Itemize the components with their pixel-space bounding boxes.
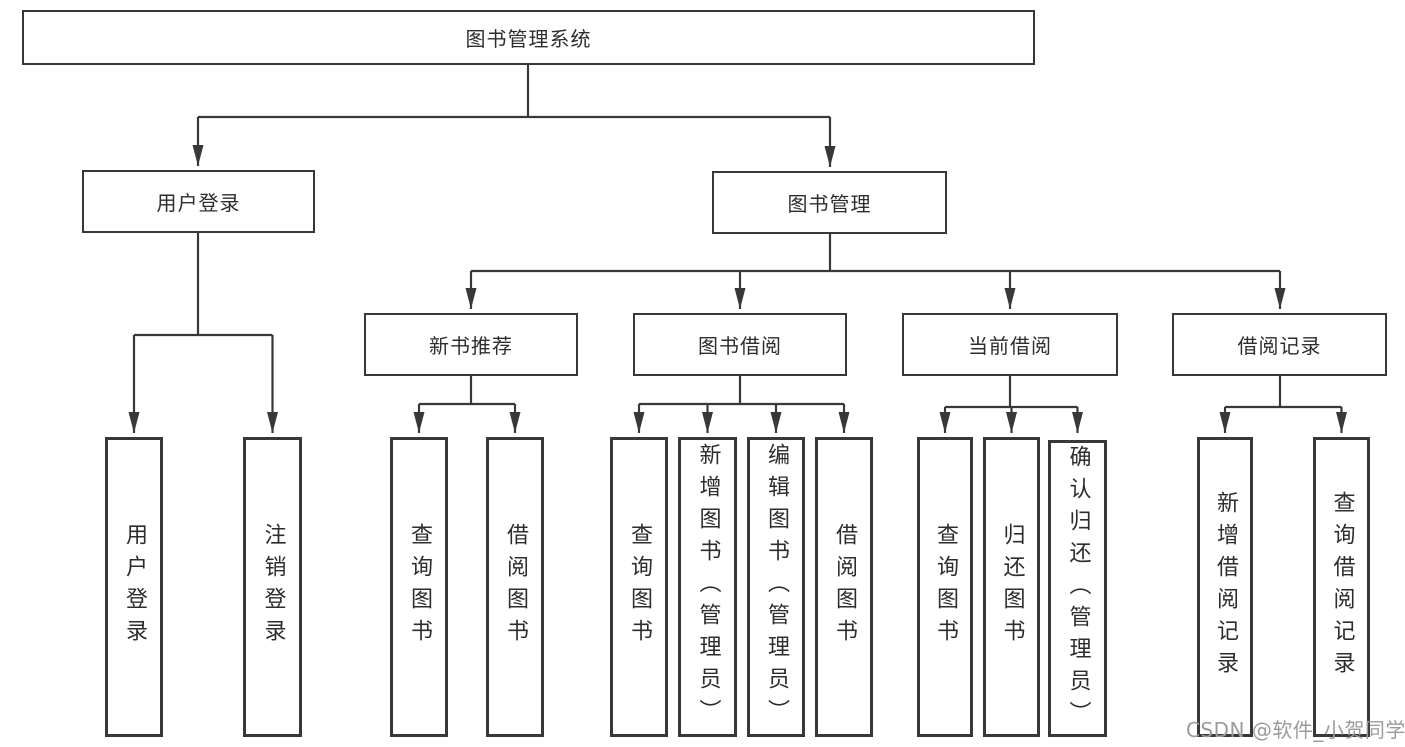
leaf-add-borrow-record: 新增借阅记录 (1197, 437, 1253, 737)
leaf-label: 查询借阅记录 (1329, 491, 1355, 683)
leaf-query-books-borrowing: 查询图书 (610, 437, 668, 737)
leaf-logout: 注销登录 (243, 437, 302, 737)
node-label: 借阅记录 (1237, 334, 1322, 358)
node-label: 图书管理系统 (465, 27, 592, 51)
leaf-label: 编辑图书（管理员） (764, 443, 789, 731)
node-borrowing-records: 借阅记录 (1172, 313, 1387, 376)
leaf-edit-book-admin: 编辑图书（管理员） (747, 437, 805, 737)
leaf-label: 用户登录 (122, 523, 147, 651)
node-current-borrowing: 当前借阅 (902, 313, 1118, 376)
leaf-label: 确认归还（管理员） (1065, 444, 1091, 733)
leaf-label: 新增图书（管理员） (695, 443, 721, 731)
node-label: 新书推荐 (429, 334, 513, 358)
leaf-borrow-books: 借阅图书 (815, 437, 873, 737)
leaf-add-book-admin: 新增图书（管理员） (678, 437, 737, 737)
leaf-borrow-books-recommend: 借阅图书 (486, 437, 544, 737)
leaf-label: 查询图书 (627, 523, 652, 651)
leaf-query-borrow-record: 查询借阅记录 (1313, 437, 1370, 737)
leaf-label: 借阅图书 (503, 523, 528, 651)
node-user-login-group: 用户登录 (82, 170, 315, 233)
node-label: 图书管理 (787, 192, 872, 216)
leaf-label: 新增借阅记录 (1213, 491, 1238, 683)
node-label: 当前借阅 (968, 334, 1052, 358)
leaf-confirm-return-admin: 确认归还（管理员） (1048, 440, 1107, 737)
leaf-return-book: 归还图书 (983, 437, 1040, 737)
watermark-text: CSDN @软件_小贺同学 (1186, 718, 1405, 742)
leaf-label: 借阅图书 (832, 523, 857, 651)
leaf-query-books-recommend: 查询图书 (390, 437, 448, 737)
node-new-book-recommend: 新书推荐 (364, 313, 578, 376)
leaf-label: 查询图书 (407, 523, 432, 651)
node-book-borrowing: 图书借阅 (633, 313, 847, 376)
node-label: 图书借阅 (698, 334, 782, 358)
leaf-label: 归还图书 (999, 523, 1025, 651)
node-label: 用户登录 (156, 191, 241, 215)
node-library-management-system: 图书管理系统 (22, 10, 1035, 65)
leaf-query-books-current: 查询图书 (917, 437, 973, 737)
leaf-label: 查询图书 (933, 523, 958, 651)
leaf-user-login: 用户登录 (105, 437, 163, 737)
node-book-management: 图书管理 (712, 171, 947, 234)
leaf-label: 注销登录 (260, 523, 286, 651)
